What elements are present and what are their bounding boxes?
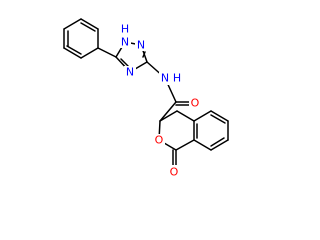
bond xyxy=(97,47,117,58)
molecule-structure-diagram: N H N N N H O O O xyxy=(63,18,229,179)
atom-amide-o: O xyxy=(189,97,201,110)
bond xyxy=(80,18,99,30)
bond xyxy=(80,47,99,59)
atom-label: O xyxy=(191,97,200,110)
atom-amide-nh: N H xyxy=(159,72,183,85)
bond xyxy=(63,18,82,30)
aromatic-inner-bond xyxy=(210,137,225,147)
atom-label: N xyxy=(126,66,134,79)
atom-label: N xyxy=(161,72,169,85)
bond xyxy=(176,110,195,122)
atom-label: N xyxy=(121,36,129,49)
benzo-ring xyxy=(193,110,229,151)
atom-label: O xyxy=(155,134,164,147)
bond xyxy=(159,101,177,122)
atom-n2: N xyxy=(135,38,147,52)
atom-h-label: H xyxy=(173,72,181,85)
bond xyxy=(175,139,195,151)
atom-lactone-o: O xyxy=(168,165,180,179)
bond xyxy=(63,47,82,59)
bond xyxy=(159,110,178,122)
aromatic-inner-bond xyxy=(210,114,226,124)
aromatic-inner-bond xyxy=(66,45,82,55)
bond xyxy=(193,110,212,122)
atom-label: O xyxy=(170,166,179,179)
phenyl-ring xyxy=(63,18,99,59)
atom-ring-o: O xyxy=(153,134,165,147)
atom-n1h: N H xyxy=(119,22,131,49)
bond xyxy=(210,110,229,122)
atom-h-label: H xyxy=(121,23,129,36)
bond xyxy=(210,139,229,151)
double-bond-inner xyxy=(142,51,146,58)
atom-n4: N xyxy=(124,66,136,79)
atom-label: N xyxy=(137,39,145,52)
bond xyxy=(193,139,212,151)
aromatic-inner-bond xyxy=(80,22,96,32)
